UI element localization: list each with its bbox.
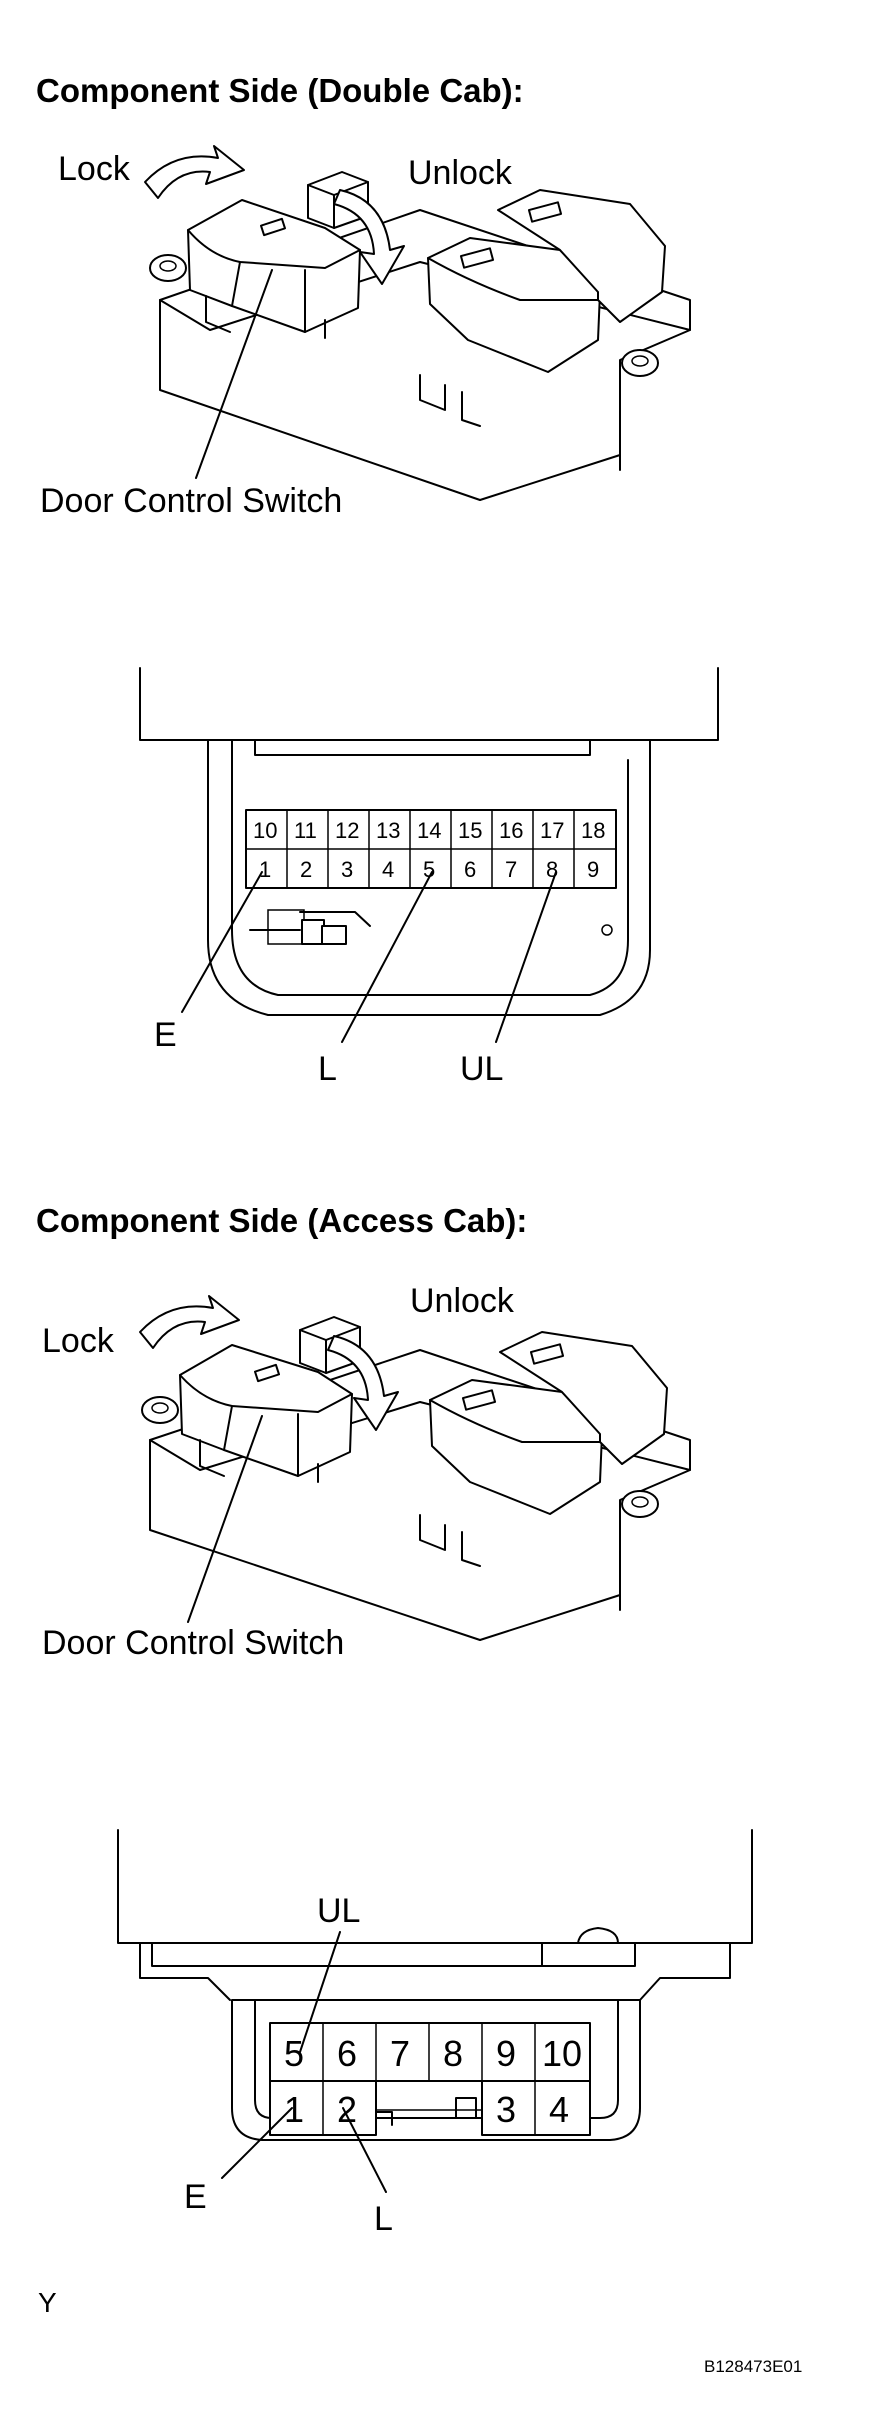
footer-mark: Y xyxy=(38,2287,57,2318)
door-control-switch-label-double-cab: Door Control Switch xyxy=(40,482,342,520)
pin-8: 8 xyxy=(546,857,558,882)
switch-assembly-double-cab xyxy=(144,145,691,501)
terminal-ul-access-cab: UL xyxy=(317,1892,360,1930)
leader-e-access-cab xyxy=(221,2107,293,2179)
connector-grid-access-cab: 5 6 7 8 9 10 1 2 3 4 xyxy=(269,2022,591,2136)
door-control-switch-label-access-cab: Door Control Switch xyxy=(42,1624,344,1662)
pin-9: 9 xyxy=(587,857,599,882)
pin-10: 10 xyxy=(542,2033,582,2074)
heading-double-cab: Component Side (Double Cab): xyxy=(36,72,524,109)
connector-access-cab xyxy=(117,1829,753,2141)
pin-14: 14 xyxy=(417,818,441,843)
pin-11: 11 xyxy=(294,818,317,843)
pin-10: 10 xyxy=(253,818,277,843)
leader-l-access-cab xyxy=(342,2107,387,2193)
terminal-e-double-cab: E xyxy=(154,1016,177,1054)
pin-3: 3 xyxy=(341,857,353,882)
pin-6: 6 xyxy=(337,2033,357,2074)
pin-5: 5 xyxy=(423,857,435,882)
pin-17: 17 xyxy=(540,818,564,843)
switch-leader-double-cab xyxy=(195,269,273,479)
terminal-l-access-cab: L xyxy=(374,2200,393,2238)
heading-access-cab: Component Side (Access Cab): xyxy=(36,1202,527,1239)
switch-leader-access-cab xyxy=(187,1415,263,1623)
pin-9: 9 xyxy=(496,2033,516,2074)
leader-l-double-cab xyxy=(341,871,433,1043)
switch-assembly-access-cab xyxy=(139,1295,691,1641)
leader-e-double-cab xyxy=(181,871,263,1013)
connector-grid-double-cab: 10 11 12 13 14 15 16 17 18 1 2 3 4 5 6 7… xyxy=(245,809,617,889)
lock-label-double-cab: Lock xyxy=(58,150,131,188)
pin-5: 5 xyxy=(284,2033,304,2074)
pin-2: 2 xyxy=(300,857,312,882)
pin-15: 15 xyxy=(458,818,482,843)
pin-8: 8 xyxy=(443,2033,463,2074)
leader-ul-double-cab xyxy=(495,871,557,1043)
pin-1: 1 xyxy=(284,2089,304,2130)
connector-double-cab xyxy=(139,667,719,1016)
unlock-label-double-cab: Unlock xyxy=(408,154,513,192)
leader-ul-access-cab xyxy=(299,1931,341,2053)
pin-12: 12 xyxy=(335,818,359,843)
pin-4: 4 xyxy=(549,2089,569,2130)
lock-label-access-cab: Lock xyxy=(42,1322,115,1360)
terminal-l-double-cab: L xyxy=(318,1050,337,1088)
figure-code: B128473E01 xyxy=(704,2357,802,2376)
pin-2: 2 xyxy=(337,2089,357,2130)
pin-13: 13 xyxy=(376,818,400,843)
pin-3: 3 xyxy=(496,2089,516,2130)
pin-6: 6 xyxy=(464,857,476,882)
pin-16: 16 xyxy=(499,818,523,843)
pin-1: 1 xyxy=(259,857,271,882)
terminal-ul-double-cab: UL xyxy=(460,1050,503,1088)
pin-4: 4 xyxy=(382,857,394,882)
pin-18: 18 xyxy=(581,818,605,843)
pin-7: 7 xyxy=(505,857,517,882)
pin-7: 7 xyxy=(390,2033,410,2074)
unlock-label-access-cab: Unlock xyxy=(410,1282,515,1320)
terminal-e-access-cab: E xyxy=(184,2178,207,2216)
